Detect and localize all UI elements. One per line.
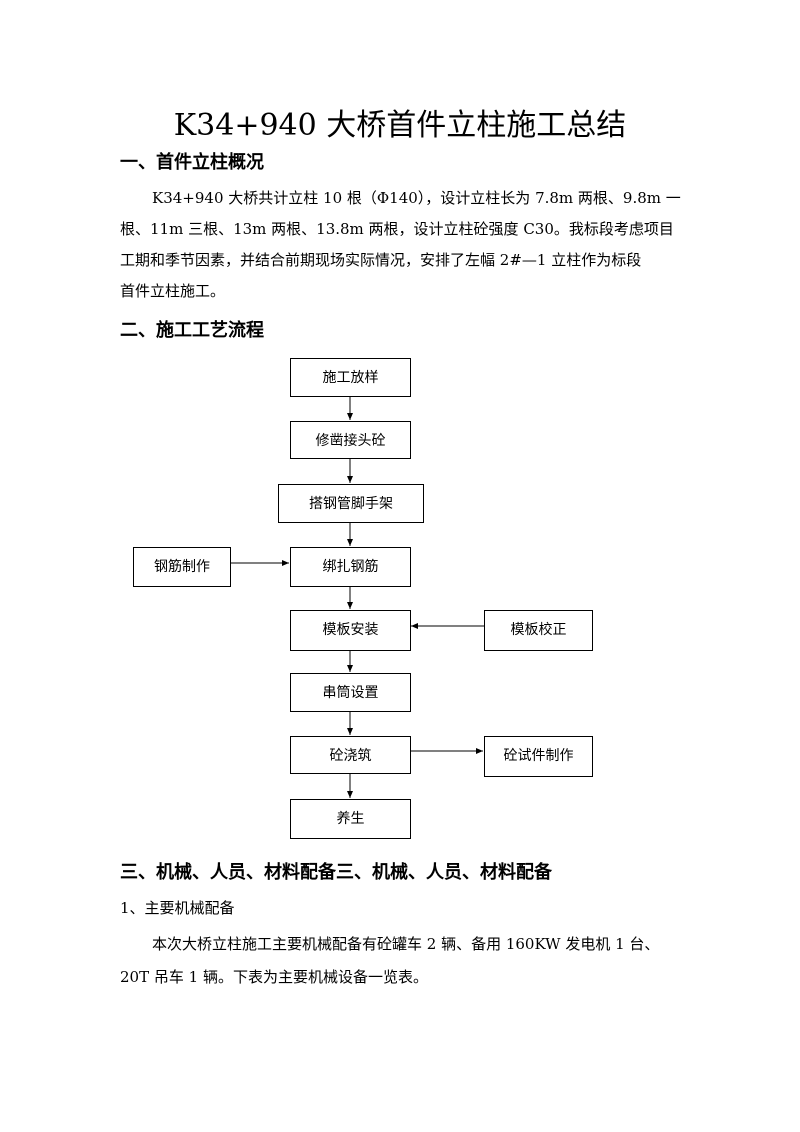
flow-step-7: 砼浇筑	[290, 736, 411, 774]
flow-step-5: 模板安装	[290, 610, 411, 651]
section3-heading: 三、机械、人员、材料配备三、机械、人员、材料配备	[120, 862, 552, 883]
flow-step-4: 绑扎钢筋	[290, 547, 411, 587]
paragraph-line: 本次大桥立柱施工主要机械配备有砼罐车 2 辆、备用 160KW 发电机 1 台、	[152, 935, 660, 953]
paragraph-line: 根、11m 三根、13m 两根、13.8m 两根，设计立柱砼强度 C30。我标段…	[120, 220, 674, 238]
flow-step-2: 修凿接头砼	[290, 421, 411, 459]
subheading: 1、主要机械配备	[120, 899, 235, 917]
paragraph-line: 首件立柱施工。	[120, 282, 226, 300]
section1-heading: 一、首件立柱概况	[120, 152, 264, 173]
flow-side-formwork: 模板校正	[484, 610, 593, 651]
document-title: K34+940 大桥首件立柱施工总结	[173, 108, 627, 143]
flow-step-1: 施工放样	[290, 358, 411, 397]
flow-step-8: 养生	[290, 799, 411, 839]
paragraph-line: 工期和季节因素，并结合前期现场实际情况，安排了左幅 2#—1 立柱作为标段	[120, 251, 642, 269]
section2-heading: 二、施工工艺流程	[120, 320, 264, 341]
paragraph-line: 20T 吊车 1 辆。下表为主要机械设备一览表。	[120, 968, 428, 986]
flow-side-rebar: 钢筋制作	[133, 547, 231, 587]
flow-side-specimen: 砼试件制作	[484, 736, 593, 777]
flow-step-6: 串筒设置	[290, 673, 411, 712]
flow-step-3: 搭钢管脚手架	[278, 484, 424, 523]
paragraph-line: K34+940 大桥共计立柱 10 根（Φ140），设计立柱长为 7.8m 两根…	[152, 189, 681, 207]
